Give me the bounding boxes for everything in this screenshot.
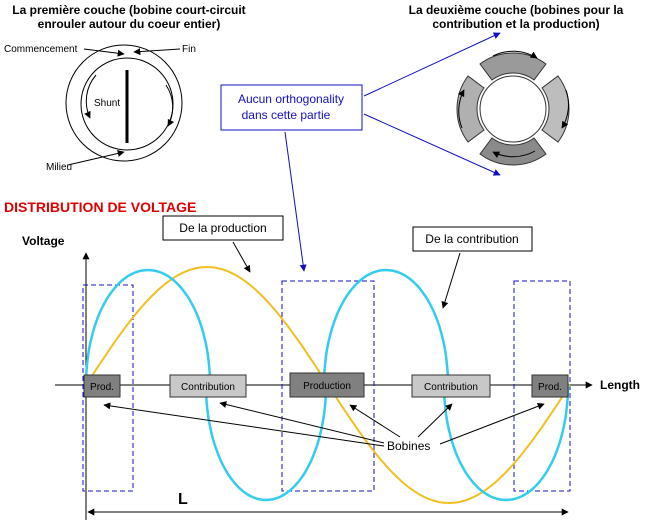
label-middle: Milieu [46, 162, 72, 173]
label-start: Commencement [4, 44, 78, 55]
dashed-region-middle [281, 280, 375, 492]
x-axis-label: Length [600, 378, 640, 392]
block-prod-left [83, 374, 121, 398]
layer1-core-drawing [65, 44, 183, 166]
block-contribution-1 [169, 374, 247, 398]
coils-label: Bobines [387, 439, 430, 453]
coils-arrow-prod-right [439, 402, 545, 445]
layer2-core [479, 75, 547, 143]
layer2-title-line2: contribution et la production) [432, 17, 599, 31]
layer2-title-line1: La deuxième couche (bobines pour la [409, 3, 624, 17]
layer2-coil-ring [441, 37, 585, 181]
coil-arrow-right [561, 89, 569, 129]
block-prod-right [531, 374, 569, 398]
note-box [220, 84, 363, 131]
note-arrow-to-coils-top [363, 32, 501, 97]
label-end: Fin [182, 44, 196, 55]
coils-arrow-contribution-2 [417, 403, 453, 438]
coils-arrow-production [349, 404, 401, 438]
coils-arrow-prod-left [103, 402, 385, 447]
end-pointer-arrow [133, 48, 181, 56]
block-production-label: Production [303, 381, 351, 392]
coil-arrow-bottom [492, 150, 536, 158]
block-production [289, 372, 365, 398]
layer1-title-line1: La première couche (bobine court-circuit [12, 3, 245, 17]
block-prod-right-label: Prod. [538, 382, 562, 393]
callout-production-box [162, 215, 284, 241]
length-label: L [178, 491, 188, 508]
y-axis-label: Voltage [22, 234, 65, 248]
start-pointer-arrow [83, 48, 125, 57]
block-contribution-1-label: Contribution [181, 382, 235, 393]
block-contribution-2-label: Contribution [424, 382, 478, 393]
note-arrow-to-graph [284, 131, 307, 272]
winding-arrow-left [84, 74, 97, 119]
note-line1: Aucun orthogonality [238, 92, 344, 106]
winding-arrow-right [165, 84, 175, 127]
block-prod-left-label: Prod. [90, 382, 114, 393]
section-title: DISTRIBUTION DE VOLTAGE [4, 199, 196, 215]
coil-arrow-top [492, 50, 538, 59]
coils-arrow-contribution-1 [219, 401, 385, 444]
dashed-region-left [82, 284, 134, 492]
middle-pointer-arrow [67, 150, 125, 166]
layer1-title-line2: enrouler autour du coeur entier) [38, 17, 221, 31]
callout-contribution-text: De la contribution [425, 232, 518, 246]
coil-arrow-left [457, 89, 465, 129]
coil-segment-top [479, 52, 547, 81]
callout-contribution-box [412, 226, 533, 252]
note-line2: dans cette partie [242, 108, 331, 122]
callout-production-text: De la production [179, 221, 266, 235]
layer1-outer-ring [65, 44, 183, 162]
callout-production-arrow [232, 241, 251, 273]
label-shunt: Shunt [94, 98, 120, 109]
coil-segment-bottom [479, 137, 547, 166]
note-arrow-to-coils-bottom [363, 113, 501, 176]
block-contribution-2 [411, 374, 491, 398]
callout-contribution-arrow [441, 252, 461, 309]
